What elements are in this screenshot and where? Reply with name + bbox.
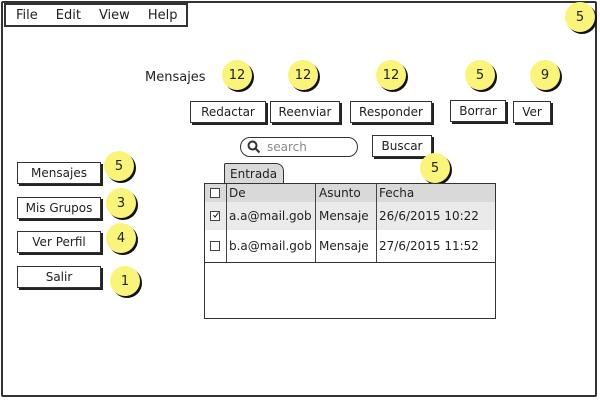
search-placeholder: search bbox=[267, 140, 307, 154]
row-subject: Mensaje bbox=[319, 209, 369, 223]
responder-badge: 12 bbox=[376, 60, 406, 90]
table-header: De Asunto Fecha bbox=[205, 184, 495, 203]
table-row[interactable]: b.a@mail.gob Mensaje 27/6/2015 11:52 bbox=[205, 232, 495, 260]
sidebar-item-mensajes[interactable]: Mensajes bbox=[17, 162, 101, 184]
row-date: 27/6/2015 11:52 bbox=[379, 239, 479, 253]
window-count-badge: 5 bbox=[565, 2, 595, 32]
table-row[interactable]: a.a@mail.gob Mensaje 26/6/2015 10:22 bbox=[205, 202, 495, 230]
responder-button[interactable]: Responder bbox=[350, 101, 432, 123]
sidebar-item-salir[interactable]: Salir bbox=[17, 266, 101, 288]
column-header-subject[interactable]: Asunto bbox=[319, 186, 361, 200]
inbox-table: De Asunto Fecha a.a@mail.gob Mensaje 26/… bbox=[204, 183, 496, 263]
redactar-badge: 12 bbox=[222, 60, 252, 90]
sidebar-item-ver-perfil[interactable]: Ver Perfil bbox=[17, 231, 101, 253]
column-divider bbox=[315, 184, 316, 262]
borrar-button[interactable]: Borrar bbox=[450, 100, 506, 122]
section-title: Mensajes bbox=[145, 70, 206, 85]
row-date: 26/6/2015 10:22 bbox=[379, 209, 479, 223]
message-preview-panel bbox=[204, 263, 496, 319]
column-divider bbox=[376, 184, 377, 262]
sidebar-badge-salir: 1 bbox=[110, 266, 140, 296]
sidebar-item-mis-grupos[interactable]: Mis Grupos bbox=[17, 197, 101, 219]
sidebar-badge-mensajes: 5 bbox=[104, 151, 134, 181]
menu-file[interactable]: File bbox=[16, 7, 38, 23]
ver-badge: 9 bbox=[530, 60, 560, 90]
menu-edit[interactable]: Edit bbox=[55, 7, 81, 23]
ver-button[interactable]: Ver bbox=[513, 101, 551, 123]
borrar-badge: 5 bbox=[465, 60, 495, 90]
row-subject: Mensaje bbox=[319, 239, 369, 253]
row-checkbox[interactable] bbox=[210, 241, 220, 251]
select-all-checkbox[interactable] bbox=[210, 188, 220, 198]
row-from: b.a@mail.gob bbox=[229, 239, 312, 253]
row-from: a.a@mail.gob bbox=[229, 209, 312, 223]
reenviar-button[interactable]: Reenviar bbox=[270, 101, 340, 123]
menu-help[interactable]: Help bbox=[147, 7, 178, 23]
column-divider bbox=[226, 184, 227, 262]
menu-view[interactable]: View bbox=[98, 7, 130, 23]
search-icon bbox=[247, 140, 261, 154]
inbox-badge: 5 bbox=[420, 153, 450, 183]
menu-bar: File Edit View Help bbox=[4, 3, 188, 27]
reenviar-badge: 12 bbox=[288, 60, 318, 90]
row-checkbox[interactable] bbox=[210, 211, 220, 221]
tab-entrada[interactable]: Entrada bbox=[224, 163, 284, 183]
check-icon bbox=[213, 211, 219, 218]
sidebar-badge-ver-perfil: 4 bbox=[106, 223, 136, 253]
column-header-from[interactable]: De bbox=[229, 186, 246, 200]
redactar-button[interactable]: Redactar bbox=[190, 101, 266, 123]
sidebar-badge-mis-grupos: 3 bbox=[106, 188, 136, 218]
search-input[interactable]: search bbox=[240, 137, 358, 157]
buscar-button[interactable]: Buscar bbox=[372, 135, 432, 157]
column-header-date[interactable]: Fecha bbox=[379, 186, 415, 200]
